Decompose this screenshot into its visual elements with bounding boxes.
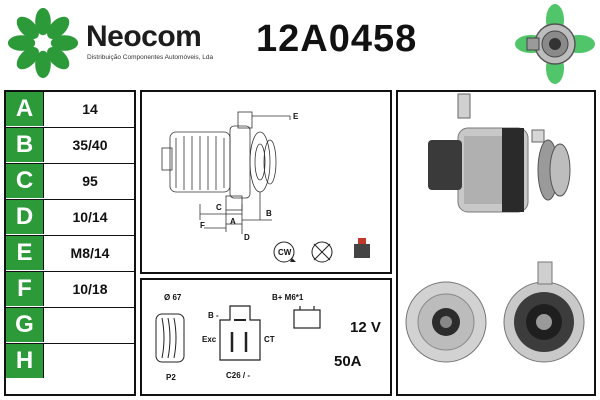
spec-table: A 14 B 35/40 C 95 D 10/14 E M8/14 F 10/1…: [4, 90, 136, 396]
spec-value: M8/14: [70, 245, 110, 261]
spec-row-c: C 95: [6, 164, 134, 200]
spec-row-f: F 10/18: [6, 272, 134, 308]
spec-value: 10/14: [72, 209, 108, 225]
label-a: A: [230, 217, 236, 226]
electrical-spec-panel: Ø 67 P2 B - Exc CT C26 / - B+ M6*1 12 V …: [140, 278, 392, 396]
battery-terminal: B+ M6*1: [272, 293, 304, 302]
spec-letter: E: [6, 236, 44, 270]
part-number: 12A0458: [256, 18, 418, 60]
spec-row-b: B 35/40: [6, 128, 134, 164]
spec-value: [46, 344, 134, 378]
no-fan-icon: [311, 241, 333, 263]
voltage: 12 V: [350, 319, 381, 336]
alternator-front-photo: [503, 261, 585, 363]
rotation-label: CW: [278, 248, 292, 257]
pulley-type: P2: [166, 373, 176, 382]
spec-letter: H: [6, 344, 44, 378]
spec-row-e: E M8/14: [6, 236, 134, 272]
connector-code: C26 / -: [226, 371, 250, 380]
spec-letter: B: [6, 128, 44, 162]
spec-letter: C: [6, 164, 44, 198]
label-c: C: [216, 203, 222, 212]
label-b: B: [266, 209, 272, 218]
spec-value: 35/40: [72, 137, 108, 153]
current-rating: 50A: [334, 353, 362, 370]
spec-letter: A: [6, 92, 44, 126]
spec-row-g: G: [6, 308, 134, 344]
label-e: E: [293, 112, 299, 121]
terminal-b-minus: B -: [208, 311, 219, 320]
spec-value: 10/18: [72, 281, 108, 297]
spec-value: 95: [82, 173, 98, 189]
alternator-side-photo: [428, 93, 571, 213]
product-photos: [396, 90, 596, 396]
electrical-diagram: Ø 67 P2 B - Exc CT C26 / - B+ M6*1 12 V …: [155, 293, 381, 382]
alternator-rear-photo: [405, 281, 487, 363]
battery-icon: [293, 306, 321, 329]
spec-row-h: H: [6, 344, 134, 380]
label-d: D: [244, 233, 250, 242]
spec-letter: G: [6, 308, 44, 342]
spec-value: 14: [82, 101, 98, 117]
neocom-logo-icon: [7, 7, 79, 79]
alternator-photos: [405, 93, 585, 363]
spec-value: [46, 308, 134, 342]
dimension-diagram: E C B A F D CW: [140, 90, 392, 274]
spec-letter: D: [6, 200, 44, 234]
connector-plug-icon: [354, 238, 370, 258]
rotation-cw-icon: [273, 241, 296, 263]
connector-icon: [219, 305, 261, 361]
brand-name: Neocom: [86, 20, 202, 53]
terminal-ct: CT: [264, 335, 275, 344]
pulley-diameter: Ø 67: [164, 293, 182, 302]
spec-letter: F: [6, 272, 44, 306]
spec-row-d: D 10/14: [6, 200, 134, 236]
terminal-exc: Exc: [202, 335, 217, 344]
alternator-thumbnail-icon: [515, 4, 595, 84]
alternator-sketch: E C B A F D CW: [161, 111, 370, 263]
pulley-profile-icon: [155, 313, 185, 363]
spec-row-a: A 14: [6, 92, 134, 128]
label-f: F: [200, 221, 205, 230]
brand-tagline: Distribuição Componentes Automóveis, Lda: [87, 54, 214, 61]
